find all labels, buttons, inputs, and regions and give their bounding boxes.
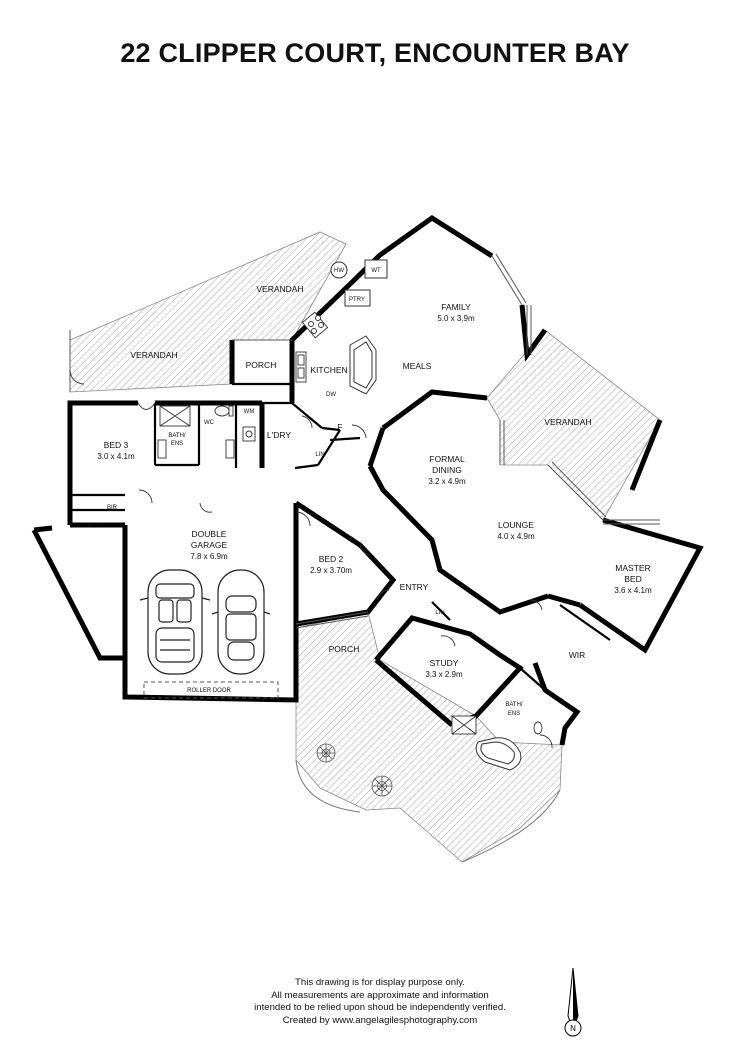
bed3-label: BED 3 <box>104 440 129 450</box>
garage-line2: GARAGE <box>191 540 228 550</box>
study-label: STUDY <box>430 658 459 668</box>
ensuite-basin-icon <box>533 721 543 735</box>
disclaimer-line-3: intended to be relied upon shoud be inde… <box>254 1002 506 1013</box>
page-title: 22 CLIPPER COURT, ENCOUNTER BAY <box>120 38 630 68</box>
windows <box>69 253 660 629</box>
bir-label: BIR <box>107 505 118 511</box>
porch-south-area <box>295 611 563 863</box>
disclaimer-line-1: This drawing is for display purpose only… <box>295 977 465 988</box>
formal-dining-line1: FORMAL <box>429 454 465 464</box>
verandah-north-label: VERANDAH <box>256 284 303 294</box>
garden-plant-2-icon <box>371 775 393 797</box>
bath-ens-2-line2: ENS <box>508 711 520 717</box>
formal-dining-line2: DINING <box>432 465 462 475</box>
master-bed-line2: BED <box>624 574 641 584</box>
disclaimer-line-4: Created by www.angelagilesphotography.co… <box>282 1014 478 1026</box>
bed3-dims: 3.0 x 4.1m <box>97 452 135 461</box>
roller-door-label: ROLLER DOOR <box>187 688 231 694</box>
meals-label: MEALS <box>403 361 432 371</box>
laundry-tub-icon <box>242 426 256 442</box>
verandah-east-label: VERANDAH <box>544 417 591 427</box>
car-left-icon <box>139 569 211 675</box>
store-label: STORE <box>88 523 109 529</box>
bath-ens-1-line2: ENS <box>171 441 183 447</box>
spa-bath-icon <box>475 737 522 771</box>
lounge-label: LOUNGE <box>498 520 534 530</box>
vanity-icon <box>157 439 167 459</box>
shower-ensuite-icon <box>451 715 477 735</box>
car-right-icon <box>211 569 271 675</box>
linen-label: LIN <box>315 452 324 458</box>
study-dims: 3.3 x 2.9m <box>425 670 463 679</box>
hot-water-icon <box>330 261 348 279</box>
wir-label: WIR <box>569 650 586 660</box>
master-bed-dims: 3.6 x 4.1m <box>614 586 652 595</box>
linen-2-label: LIN <box>435 610 444 616</box>
kitchen-label: KITCHEN <box>310 365 347 375</box>
bath-ens-1-line1: BATH/ <box>168 433 186 439</box>
disclaimer-line-2: All measurements are approximate and inf… <box>271 989 489 1001</box>
doors <box>69 369 553 749</box>
entry-label: ENTRY <box>400 582 429 592</box>
washing-machine-label: WM <box>244 409 255 415</box>
basin-icon <box>225 439 235 459</box>
bath-ens-2-line1: BATH/ <box>505 702 523 708</box>
hot-water-label: HW <box>334 268 344 274</box>
pantry-icon <box>344 289 371 307</box>
lounge-dims: 4.0 x 4.9m <box>497 532 535 541</box>
water-tank-icon <box>364 259 388 279</box>
shower-icon <box>159 405 191 427</box>
garage-dims: 7.8 x 6.9m <box>190 552 228 561</box>
bed2-label: BED 2 <box>319 554 344 564</box>
fridge-label: F <box>337 422 342 432</box>
verandah-west-label: VERANDAH <box>130 350 177 360</box>
porch-south-label: PORCH <box>329 644 360 654</box>
interior-walls <box>70 382 611 691</box>
north-compass-icon: N <box>564 967 582 1037</box>
wc-label: WC <box>204 420 215 426</box>
dishwasher-label: DW <box>326 392 336 398</box>
formal-dining-dims: 3.2 x 4.9m <box>428 477 466 486</box>
porch-north-label: PORCH <box>246 360 277 370</box>
compass-label: N <box>570 1024 576 1033</box>
family-label: FAMILY <box>441 302 471 312</box>
roller-door <box>143 681 279 699</box>
laundry-label: L'DRY <box>267 430 291 440</box>
toilet-icon <box>214 405 234 417</box>
family-dims: 5.0 x 3.9m <box>437 314 475 323</box>
kitchen-island-icon <box>349 335 377 395</box>
disclaimer: This drawing is for display purpose only… <box>200 977 560 1027</box>
bed2-dims: 2.9 x 3.70m <box>310 566 352 575</box>
kitchen-sink-icon <box>295 351 307 383</box>
garage-line1: DOUBLE <box>192 529 227 539</box>
pantry-label: PTRY <box>349 297 365 303</box>
garden-plant-1-icon <box>316 743 336 763</box>
master-bed-line1: MASTER <box>615 563 650 573</box>
water-tank-label: WT <box>371 268 381 274</box>
stove-icon <box>301 311 329 339</box>
